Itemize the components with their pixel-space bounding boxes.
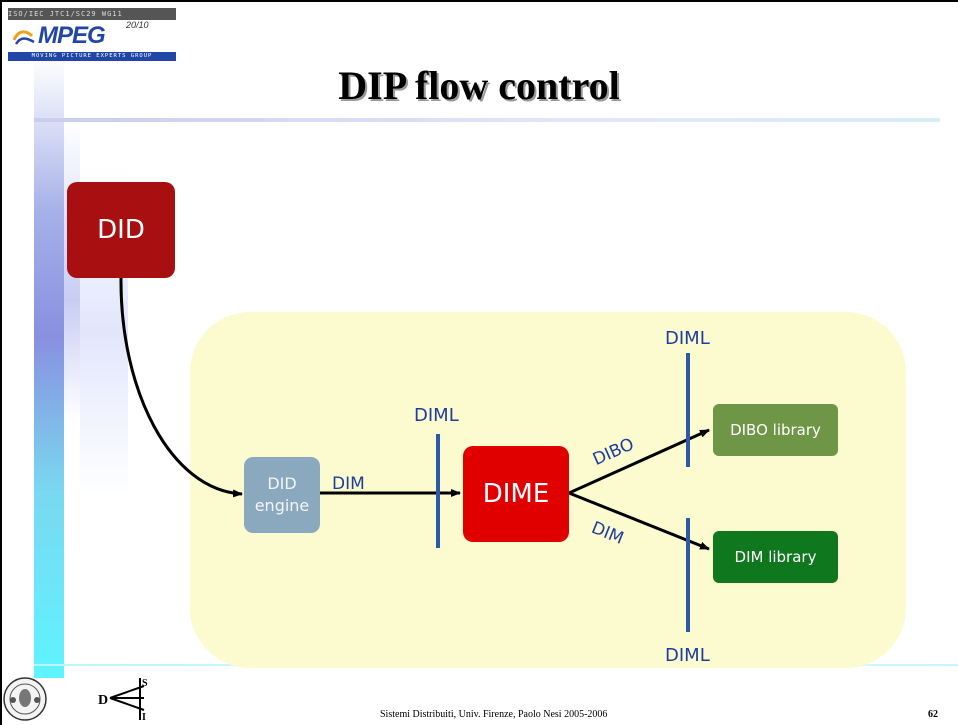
svg-text:I: I — [142, 712, 146, 723]
mpeg-swirl-icon — [12, 30, 35, 45]
svg-text:D: D — [98, 693, 108, 708]
mpeg-logo: ISO/IEC JTC1/SC29 WG11 MPEG 20/10 MOVING… — [8, 8, 176, 62]
dibo-library-node: DIBO library — [713, 404, 838, 456]
did-engine-label-line2: engine — [254, 496, 310, 515]
page-number: 62 — [928, 709, 938, 720]
did-to-engine-arrow — [119, 277, 243, 498]
logo-wordmark: MPEG — [38, 22, 106, 49]
did-engine-label-line1: DID — [267, 474, 297, 493]
did-engine-node: DID engine — [244, 457, 320, 533]
diml-label-bottom: DIML — [665, 645, 710, 666]
dime-to-dibo-arrow — [568, 428, 710, 495]
dime-to-dim-library-arrow — [568, 491, 710, 551]
svg-text:S: S — [142, 678, 148, 689]
slide-title: DIP flow control — [338, 63, 620, 108]
title-divider — [34, 118, 940, 122]
diml-label-middle: DIML — [414, 405, 459, 426]
university-seal-icon — [3, 677, 47, 721]
did-node: DID — [67, 182, 175, 278]
edge-label-dim: DIM — [332, 474, 365, 494]
footer-credit: Sistemi Distribuiti, Univ. Firenze, Paol… — [380, 709, 608, 720]
diml-label-top: DIML — [665, 328, 710, 349]
logo-bottom-text: MOVING PICTURE EXPERTS GROUP — [8, 52, 176, 61]
logo-top-text: ISO/IEC JTC1/SC29 WG11 — [8, 8, 176, 20]
decorative-gradient-column — [34, 58, 64, 678]
department-logo-icon: D S I — [98, 678, 148, 723]
dime-node: DIME — [463, 446, 569, 542]
dim-library-node: DIM library — [713, 531, 838, 583]
logo-superscript: 20/10 — [126, 20, 149, 30]
